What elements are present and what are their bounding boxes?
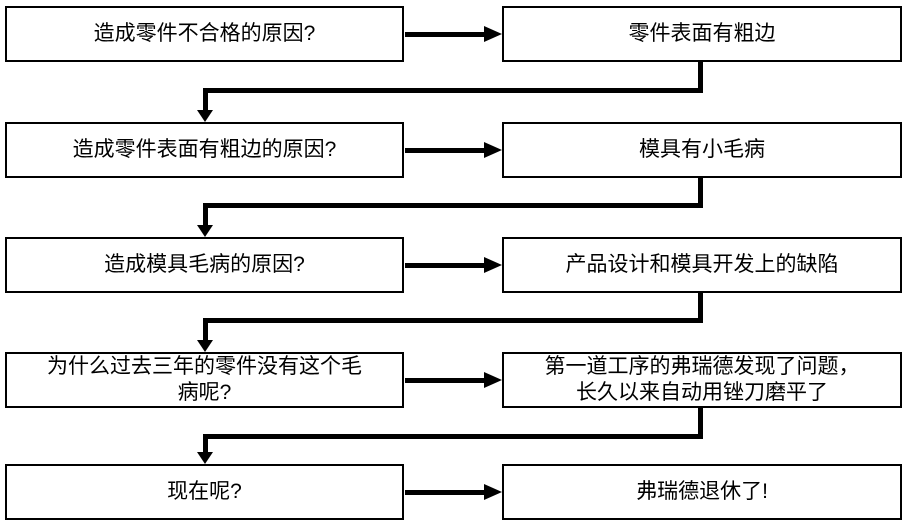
arrow-shaft	[405, 263, 484, 268]
answer-box-5: 弗瑞德退休了!	[502, 464, 902, 520]
question-box-5: 现在呢?	[5, 464, 404, 520]
arrow-right-icon	[484, 257, 502, 273]
arrow-right-icon	[484, 26, 502, 42]
arrow-down-icon	[197, 340, 213, 352]
arrow-shaft	[405, 378, 484, 383]
connector-down-segment	[203, 88, 208, 110]
connector-down-segment	[203, 203, 208, 225]
answer-box-3: 产品设计和模具开发上的缺陷	[502, 237, 902, 293]
connector-down-segment	[203, 434, 208, 452]
connector-horizontal-segment	[203, 203, 703, 208]
question-box-2: 造成零件表面有粗边的原因?	[5, 122, 404, 178]
connector-horizontal-segment	[203, 434, 703, 439]
connector-down-segment	[203, 318, 208, 340]
question-box-3: 造成模具毛病的原因?	[5, 237, 404, 293]
arrow-down-icon	[197, 110, 213, 122]
arrow-shaft	[405, 490, 484, 495]
arrow-shaft	[405, 32, 484, 37]
connector-down-segment	[698, 61, 703, 93]
question-box-4: 为什么过去三年的零件没有这个毛 病呢?	[5, 352, 404, 408]
connector-down-segment	[698, 407, 703, 439]
arrow-down-icon	[197, 452, 213, 464]
arrow-right-icon	[484, 142, 502, 158]
answer-box-2: 模具有小毛病	[502, 122, 902, 178]
answer-box-1: 零件表面有粗边	[502, 6, 902, 62]
connector-down-segment	[698, 177, 703, 208]
connector-horizontal-segment	[203, 88, 703, 93]
answer-box-4: 第一道工序的弗瑞德发现了问题， 长久以来自动用锉刀磨平了	[502, 352, 902, 408]
question-box-1: 造成零件不合格的原因?	[5, 6, 404, 62]
arrow-right-icon	[484, 484, 502, 500]
arrow-right-icon	[484, 372, 502, 388]
connector-down-segment	[698, 292, 703, 323]
arrow-shaft	[405, 148, 484, 153]
arrow-down-icon	[197, 225, 213, 237]
connector-horizontal-segment	[203, 318, 703, 323]
